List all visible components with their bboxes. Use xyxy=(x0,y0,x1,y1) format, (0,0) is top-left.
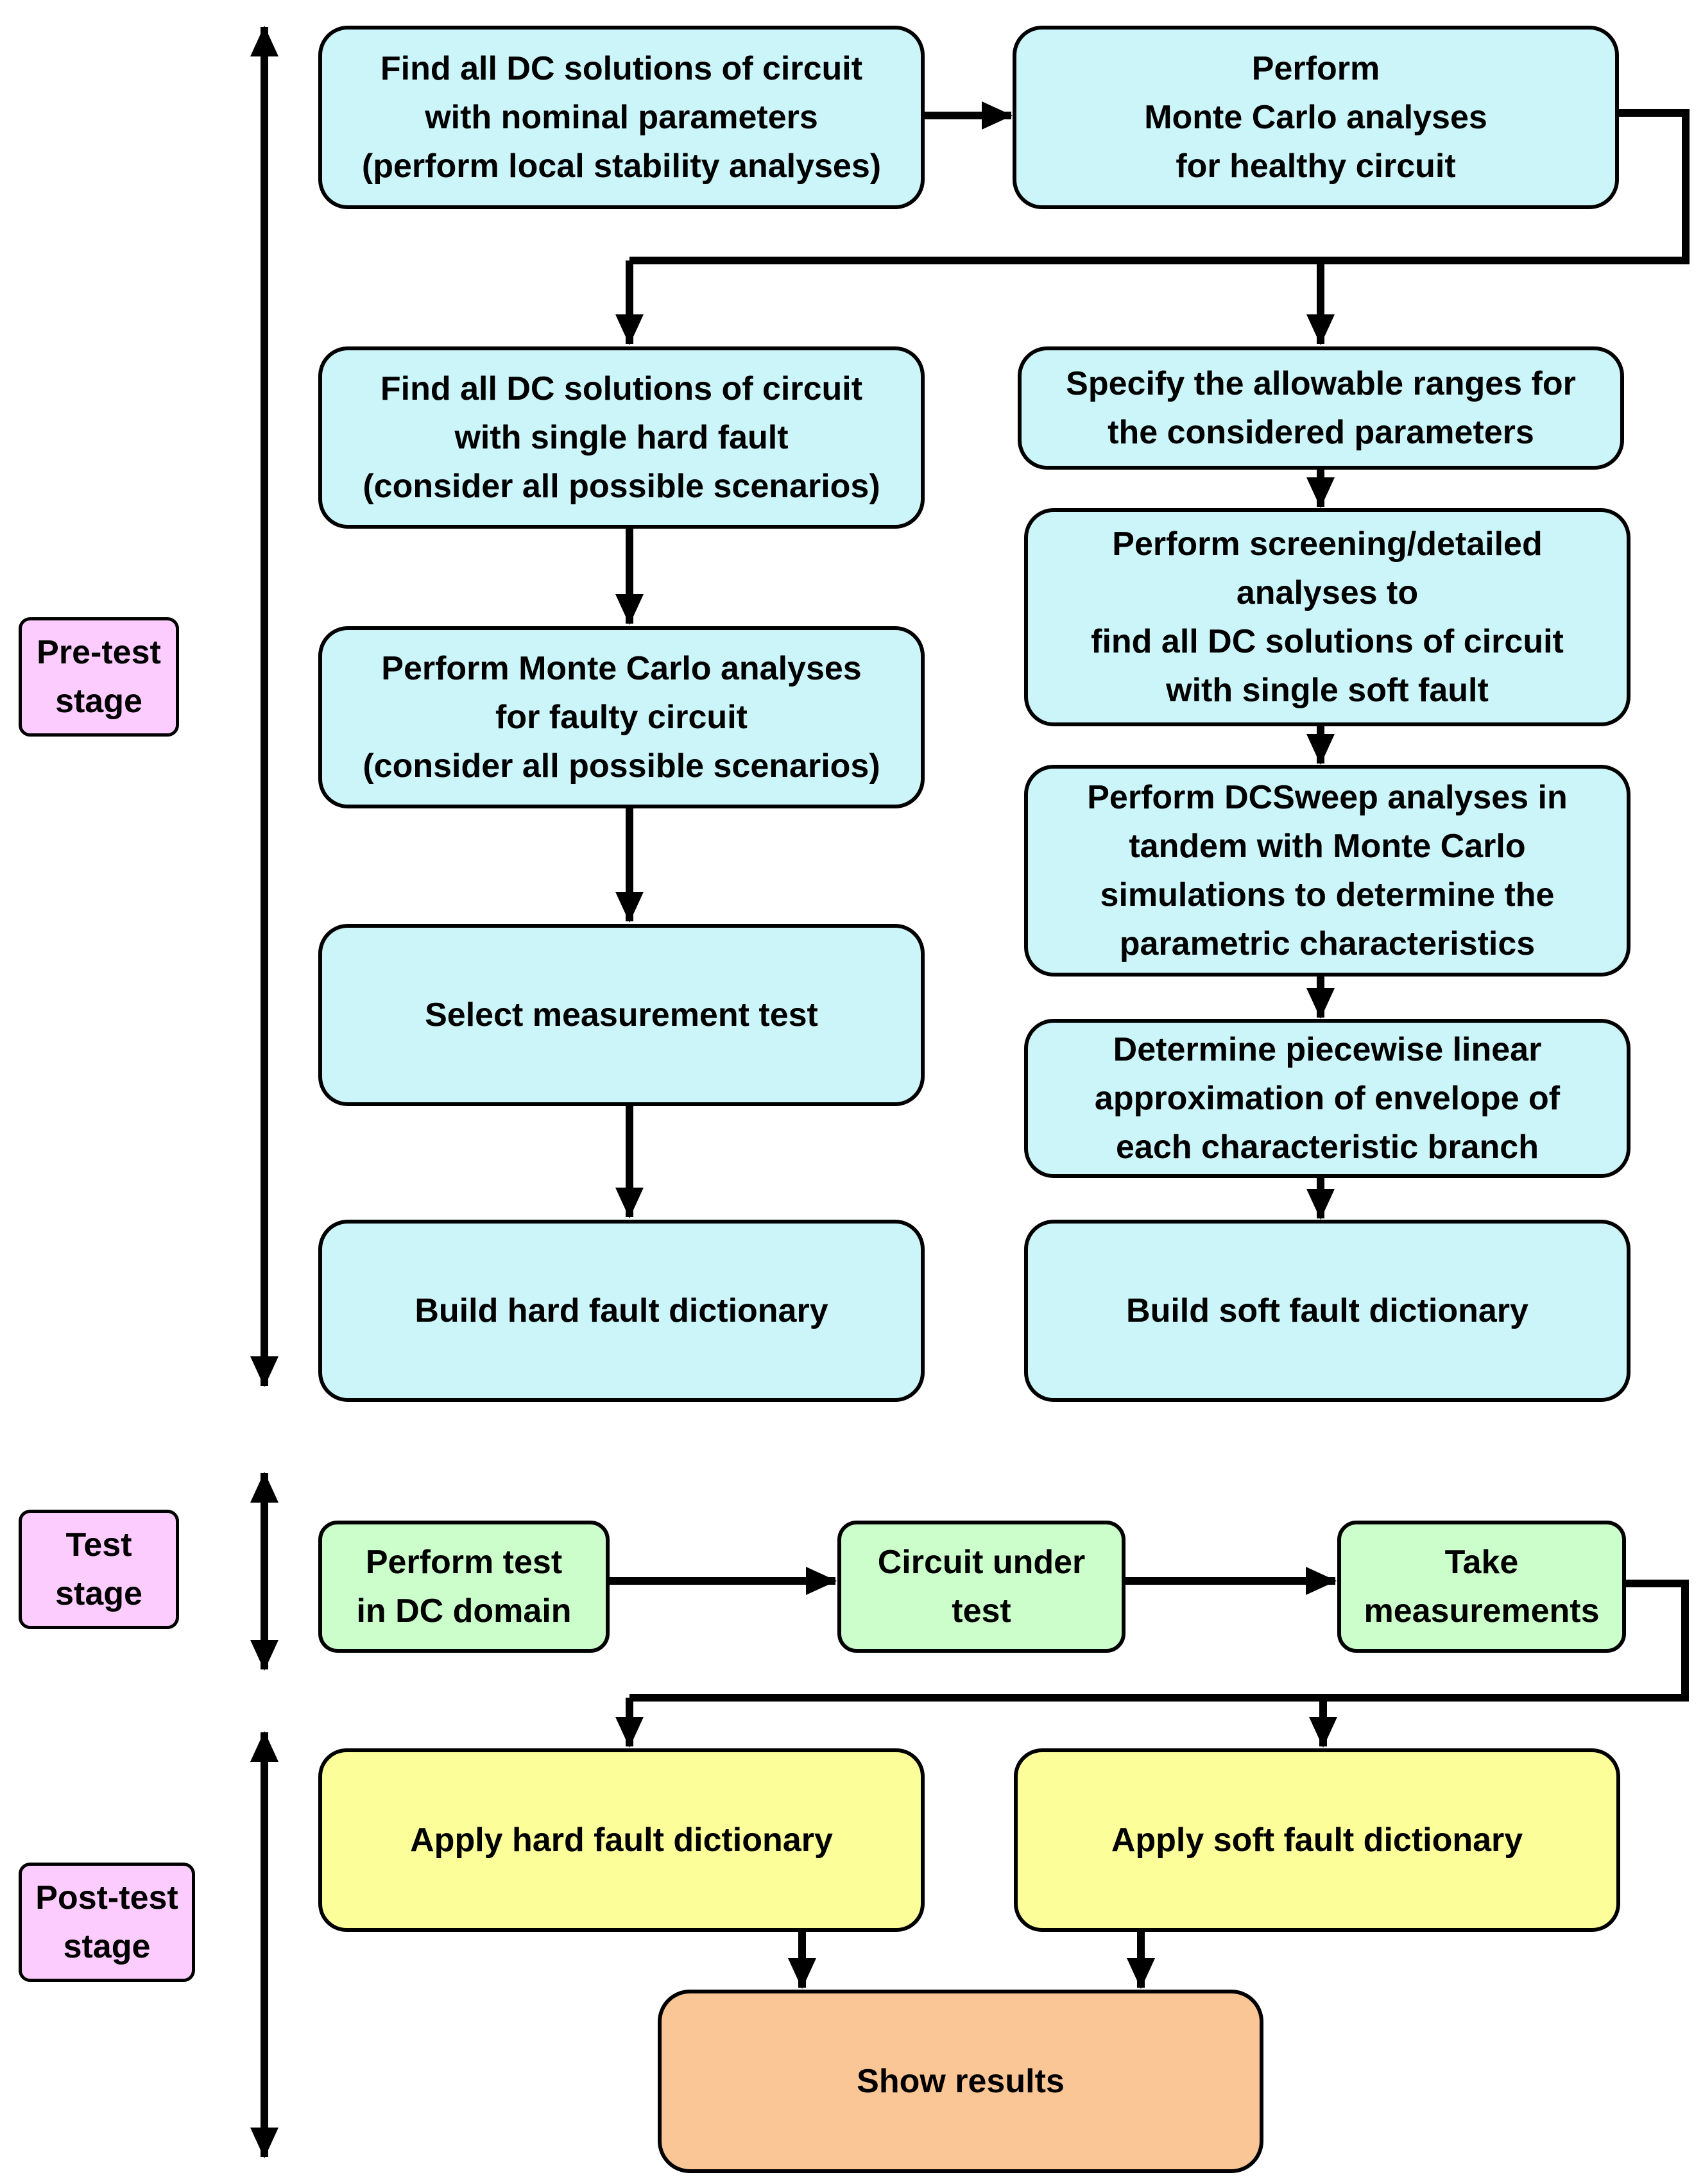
apply-hard-fault-dictionary-box: Apply hard fault dictionary xyxy=(318,1748,925,1932)
find-dc-solutions-nominal-box: Find all DC solutions of circuit with no… xyxy=(318,26,925,209)
dcsweep-analyses-box: Perform DCSweep analyses in tandem with … xyxy=(1024,765,1630,977)
perform-test-dc-domain-box: Perform test in DC domain xyxy=(318,1521,610,1653)
post-test-stage-label: Post-test stage xyxy=(19,1863,195,1982)
piecewise-linear-approximation-box: Determine piecewise linear approximation… xyxy=(1024,1019,1630,1178)
montecarlo-split-connector xyxy=(629,109,1690,264)
find-dc-solutions-hard-fault-box: Find all DC solutions of circuit with si… xyxy=(318,346,925,529)
specify-allowable-ranges-box: Specify the allowable ranges for the con… xyxy=(1018,346,1624,470)
measurements-split-connector xyxy=(629,1580,1689,1702)
apply-soft-fault-dictionary-box: Apply soft fault dictionary xyxy=(1014,1748,1620,1932)
pre-test-stage-label: Pre-test stage xyxy=(19,617,179,737)
monte-carlo-faulty-box: Perform Monte Carlo analyses for faulty … xyxy=(318,626,925,808)
test-stage-label: Test stage xyxy=(19,1510,179,1629)
build-hard-fault-dictionary-box: Build hard fault dictionary xyxy=(318,1220,925,1402)
circuit-under-test-box: Circuit under test xyxy=(837,1521,1125,1653)
take-measurements-box: Take measurements xyxy=(1337,1521,1626,1653)
build-soft-fault-dictionary-box: Build soft fault dictionary xyxy=(1024,1220,1630,1402)
select-measurement-test-box: Select measurement test xyxy=(318,924,925,1106)
monte-carlo-healthy-box: Perform Monte Carlo analyses for healthy… xyxy=(1013,26,1619,209)
show-results-box: Show results xyxy=(658,1990,1263,2173)
screening-analyses-box: Perform screening/detailed analyses to f… xyxy=(1024,508,1630,726)
